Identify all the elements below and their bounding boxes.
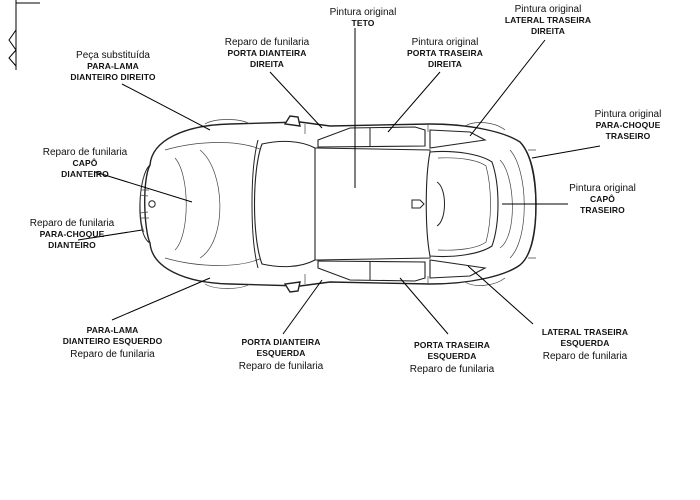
leader-front-bumper — [77, 229, 143, 241]
label-front-bumper-part-line2: DIANTEIRO — [48, 240, 96, 250]
label-front-bumper-part: PARA-CHOQUE — [39, 229, 105, 239]
leader-front-fender-right — [121, 83, 211, 131]
label-rear-side-left-status: Reparo de funilaria — [542, 351, 628, 362]
label-front-door-right-status: Reparo de funilaria — [224, 37, 310, 48]
leader-rear-side-right — [469, 39, 546, 137]
leader-rear-side-left — [467, 265, 534, 325]
label-rear-bumper-part: PARA-CHOQUE — [595, 120, 661, 130]
label-front-door-right-part-line2: DIREITA — [249, 59, 285, 69]
label-front-fender-left-part: PARA-LAMA — [86, 325, 139, 335]
leader-front-door-left — [282, 279, 323, 335]
label-hood-status: Reparo de funilaria — [42, 147, 128, 158]
leader-hood — [94, 171, 193, 203]
label-front-door-right-part: PORTA DIANTEIRA — [227, 48, 307, 58]
label-front-fender-left-part-line2: DIANTEIRO ESQUERDO — [62, 336, 163, 346]
leader-rear-door-left — [399, 277, 449, 335]
label-hood-part: CAPÔ — [72, 158, 98, 168]
leader-rear-door-right — [387, 71, 441, 133]
label-rear-bumper: Pintura original PARA-CHOQUE TRASEIRO — [583, 109, 673, 142]
label-rear-side-right-part-line2: DIREITA — [530, 26, 566, 36]
label-front-fender-left-status: Reparo de funilaria — [70, 349, 155, 360]
label-rear-side-right: Pintura original LATERAL TRASEIRA DIREIT… — [498, 4, 598, 37]
label-rear-door-left-status: Reparo de funilaria — [409, 364, 495, 375]
label-roof-part: TETO — [351, 18, 375, 28]
label-rear-door-left: PORTA TRASEIRA ESQUERDA Reparo de funila… — [402, 340, 502, 375]
label-trunk: Pintura original CAPÔ TRASEIRO — [555, 183, 650, 216]
leader-rear-bumper — [531, 145, 601, 159]
label-rear-side-right-part: LATERAL TRASEIRA — [504, 15, 592, 25]
corner-mark — [8, 0, 40, 70]
leader-front-fender-left — [111, 277, 211, 321]
label-rear-door-left-part-line2: ESQUERDA — [427, 351, 477, 361]
label-rear-bumper-status: Pintura original — [594, 109, 662, 120]
leader-front-door-right — [269, 71, 323, 129]
label-front-door-left-status: Reparo de funilaria — [238, 361, 324, 372]
label-roof-status: Pintura original — [329, 7, 397, 18]
label-front-bumper: Reparo de funilaria PARA-CHOQUE DIANTEIR… — [18, 218, 126, 251]
label-front-fender-right: Peça substituída PARA-LAMA DIANTEIRO DIR… — [58, 50, 168, 83]
label-front-door-left-part-line2: ESQUERDA — [256, 348, 306, 358]
label-front-door-left-part: PORTA DIANTEIRA — [241, 337, 321, 347]
label-rear-side-left-part: LATERAL TRASEIRA — [541, 327, 629, 337]
label-rear-side-left-part-line2: ESQUERDA — [560, 338, 610, 348]
label-rear-side-left: LATERAL TRASEIRA ESQUERDA Reparo de funi… — [530, 327, 640, 362]
label-front-fender-right-part: PARA-LAMA — [87, 61, 139, 71]
label-front-fender-right-status: Peça substituída — [76, 50, 150, 61]
label-rear-door-left-part: PORTA TRASEIRA — [413, 340, 490, 350]
label-trunk-status: Pintura original — [569, 183, 636, 194]
label-hood-part-line2: DIANTEIRO — [61, 169, 109, 179]
label-front-fender-left: PARA-LAMA DIANTEIRO ESQUERDO Reparo de f… — [55, 325, 170, 360]
label-rear-bumper-part-line2: TRASEIRO — [605, 131, 651, 141]
leader-lines — [77, 28, 601, 335]
label-roof: Pintura original TETO — [318, 7, 408, 29]
label-rear-door-right-part-line2: DIREITA — [427, 59, 463, 69]
label-rear-door-right-status: Pintura original — [411, 37, 479, 48]
label-front-door-left: PORTA DIANTEIRA ESQUERDA Reparo de funil… — [231, 337, 331, 372]
car-silhouette — [139, 115, 537, 293]
label-hood: Reparo de funilaria CAPÔ DIANTEIRO — [30, 147, 140, 180]
label-front-door-right: Reparo de funilaria PORTA DIANTEIRA DIRE… — [217, 37, 317, 70]
label-front-fender-right-part-line2: DIANTEIRO DIREITO — [70, 72, 156, 82]
label-trunk-part: CAPÔ — [590, 194, 615, 204]
label-trunk-part-line2: TRASEIRO — [580, 205, 625, 215]
label-rear-door-right-part: PORTA TRASEIRA — [406, 48, 483, 58]
label-rear-side-right-status: Pintura original — [514, 4, 582, 15]
label-front-bumper-status: Reparo de funilaria — [29, 218, 115, 229]
label-rear-door-right: Pintura original PORTA TRASEIRA DIREITA — [395, 37, 495, 70]
